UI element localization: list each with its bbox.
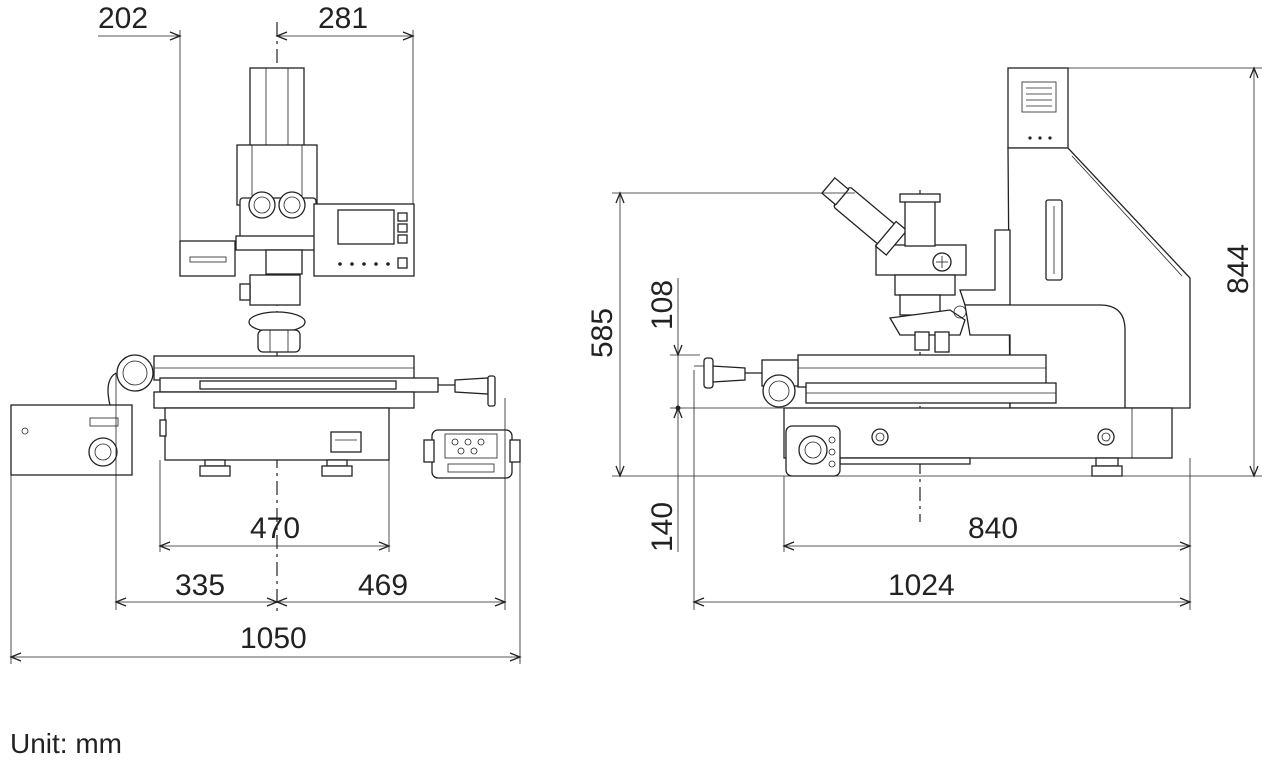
dim-840: 840 [968,512,1018,545]
side-stage-handle [703,357,714,389]
front-control-panel [313,203,415,277]
dim-335: 335 [175,569,225,602]
dim-470: 470 [250,512,300,545]
side-nosepiece [888,309,966,336]
side-stage [694,354,1057,408]
dim-108: 108 [646,280,679,330]
dim-469: 469 [358,569,408,602]
front-stage-handle [487,375,496,407]
front-stage-knob-left [116,354,154,392]
front-view: 202 281 470 335 469 1050 [9,2,522,664]
front-eyepieces [235,191,321,251]
side-stage-knob [762,374,796,408]
front-nosepiece [248,311,306,333]
front-display-screen [337,209,395,245]
dim-844: 844 [1222,244,1255,294]
side-view: 585 108 140 844 840 1024 [586,66,1262,610]
dim-1050: 1050 [240,622,307,655]
dim-281: 281 [318,2,368,35]
front-light-source [10,372,133,476]
dim-1024: 1024 [888,569,955,602]
dim-140: 140 [646,502,679,552]
unit-label: Unit: mm [10,728,122,759]
dim-202: 202 [98,2,148,35]
front-stage [116,354,496,409]
front-left-box [179,240,236,277]
front-base [159,407,390,477]
dim-585: 585 [586,308,619,358]
side-base [783,407,1173,477]
front-controller [423,429,521,479]
